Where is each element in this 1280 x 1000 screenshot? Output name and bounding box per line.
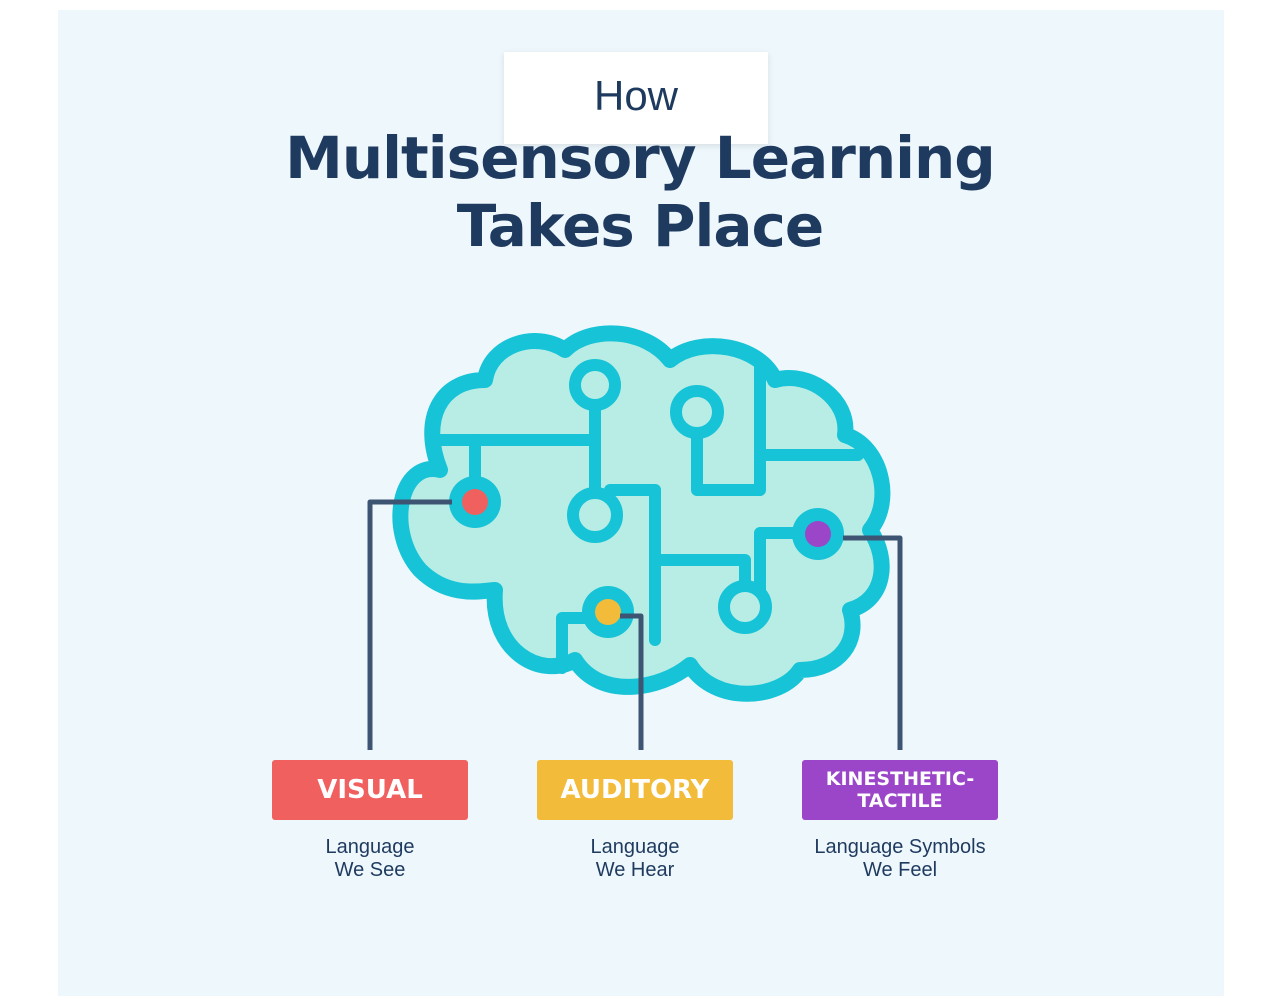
kinesthetic-label-line-1: KINESTHETIC- [825,768,975,790]
visual-description: Language We See [272,836,468,882]
circuit-node [567,487,623,543]
auditory-connector [620,613,644,750]
kinesthetic-connector [843,535,903,750]
visual-node [462,489,488,515]
kinesthetic-label-line-2: TACTILE [857,790,943,812]
visual-label: VISUAL [272,760,468,820]
auditory-label: AUDITORY [537,760,733,820]
auditory-desc-line-1: Language [590,836,680,858]
kinesthetic-description: Language Symbols We Feel [782,836,1018,882]
circuit-trace [691,359,766,496]
how-box [504,52,768,144]
circuit-trace [556,612,596,674]
kinesthetic-desc-line-2: We Feel [862,859,938,881]
circuit-node [718,580,772,634]
kinesthetic-desc-line-1: Language Symbols [814,836,986,858]
auditory-desc-line-2: We Hear [595,859,675,881]
circuit-node [569,359,621,411]
title-how: How [593,72,679,119]
auditory-node [595,599,621,625]
circuit-trace [754,527,801,616]
visual-desc-line-1: Language [325,836,415,858]
title-line-2: Takes Place [456,192,825,260]
kinesthetic-node [805,521,831,547]
title-line-1: Multisensory Learning [285,124,996,192]
visual-connector [367,499,452,750]
circuit-node [670,385,724,439]
auditory-description: Language We Hear [537,836,733,882]
kinesthetic-label: KINESTHETIC- TACTILE [802,760,998,820]
visual-desc-line-2: We See [334,859,406,881]
